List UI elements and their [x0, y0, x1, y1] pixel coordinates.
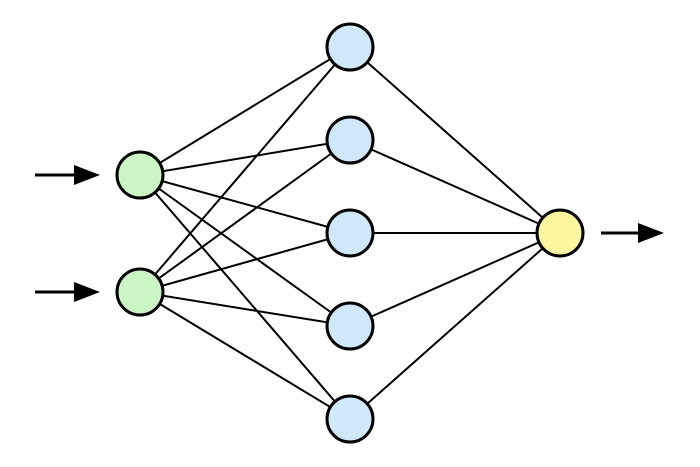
input-arrow-1-icon: [35, 165, 100, 185]
edge-input-2-to-hidden-5: [139, 291, 351, 420]
hidden-node-1: [325, 22, 375, 72]
arrows-group: [35, 165, 664, 302]
edge-hidden-2-to-output-1: [349, 139, 561, 234]
edge-input-1-to-hidden-2: [139, 139, 351, 176]
hidden-node-2: [325, 115, 375, 165]
edge-hidden-1-to-output-1: [349, 46, 561, 234]
edge-input-2-to-hidden-3: [139, 232, 351, 293]
edge-input-1-to-hidden-3: [139, 174, 351, 234]
input-node-1: [115, 150, 165, 200]
edge-input-1-to-hidden-1: [139, 46, 351, 176]
edge-input-1-to-hidden-4: [139, 174, 351, 327]
edge-input-1-to-hidden-5: [139, 174, 351, 420]
edge-hidden-5-to-output-1: [349, 232, 561, 420]
edge-input-2-to-hidden-2: [139, 139, 351, 293]
output-arrow-1-icon: [601, 223, 664, 243]
edge-hidden-4-to-output-1: [349, 232, 561, 327]
edge-input-2-to-hidden-4: [139, 291, 351, 327]
hidden-node-4: [325, 301, 375, 351]
nodes-group: [115, 22, 585, 444]
input-node-2: [115, 267, 165, 317]
connections-group: [139, 46, 561, 420]
hidden-node-5: [325, 394, 375, 444]
input-arrow-2-icon: [35, 282, 100, 302]
edge-input-2-to-hidden-1: [139, 46, 351, 293]
hidden-node-3: [325, 208, 375, 258]
output-node-1: [535, 208, 585, 258]
